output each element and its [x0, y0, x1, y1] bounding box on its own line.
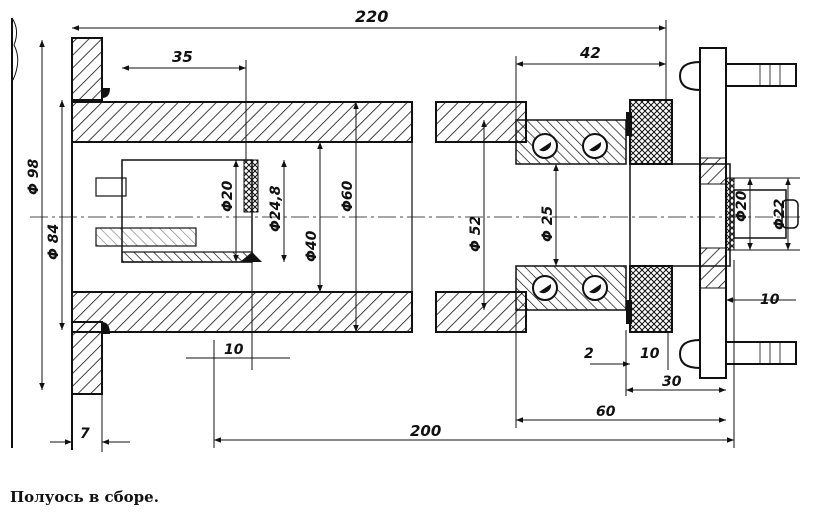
dim-phi60: Φ60	[340, 180, 356, 212]
dim-42: 42	[579, 44, 601, 62]
dim-35: 35	[172, 48, 193, 66]
output-shaft	[629, 47, 799, 379]
dim-phi25: Φ 25	[540, 205, 556, 242]
dim-10-left: 10	[224, 342, 244, 358]
dim-phi20-shaft: Φ20	[734, 190, 750, 222]
dim-2: 2	[584, 346, 594, 362]
dim-phi20-inner: Φ20	[220, 180, 236, 212]
dim-phi84: Φ 84	[46, 224, 62, 260]
dim-phi52: Φ 52	[468, 216, 484, 252]
wheel-bolt	[678, 60, 797, 370]
dim-phi24-8: Φ24,8	[268, 185, 284, 232]
dim-200: 200	[410, 422, 441, 440]
dim-10-bottom-right: 10	[640, 346, 660, 362]
left-wall	[11, 17, 19, 448]
dim-10-right: 10	[760, 292, 780, 308]
dimension-lines	[39, 20, 800, 452]
seal	[626, 99, 673, 333]
dim-phi40: Φ40	[304, 230, 320, 262]
figure-caption: Полуось в сборе.	[10, 488, 159, 506]
assembly-drawing: 220 35 42 Φ 98 Φ 84 Φ20 Φ24,8 Φ40 Φ60 Φ …	[11, 7, 800, 452]
dim-phi22: Φ22	[772, 199, 788, 230]
dim-phi98: Φ 98	[26, 158, 42, 195]
dim-overall-length: 220	[355, 7, 388, 26]
dim-30: 30	[662, 374, 682, 390]
dim-60: 60	[596, 404, 616, 420]
dim-7: 7	[80, 426, 90, 442]
bearing-block	[515, 119, 627, 311]
